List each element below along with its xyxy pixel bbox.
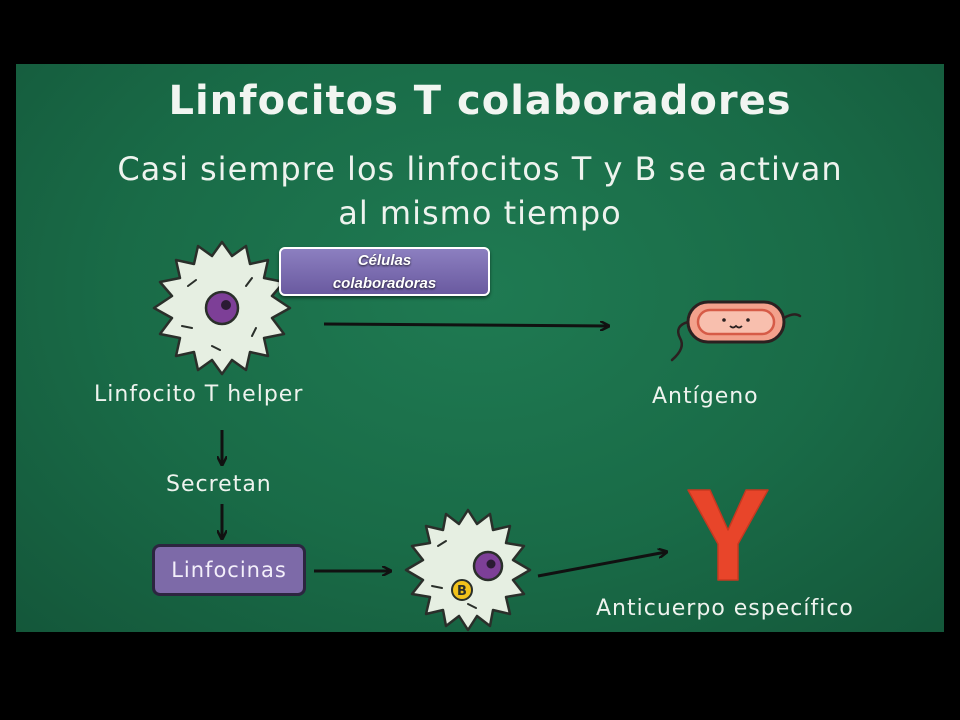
b-cell-badge: B [457,584,467,599]
bacteria-icon [670,300,802,362]
arrow-thelper-to-antigen [323,324,608,326]
b-cell-icon: B [404,508,532,632]
t-cell-icon [152,240,292,376]
antibody-icon [687,489,769,581]
chalkboard: Linfocitos T colaboradores Casi siempre … [16,64,944,632]
callout-text: Células colaboradoras [332,251,437,292]
arrow-bcell-to-antibody [537,552,666,578]
linfocinas-box: Linfocinas [152,544,306,596]
antibody-label: Anticuerpo específico [596,596,854,621]
callout-celulas-colaboradoras: Células colaboradoras [279,247,490,296]
page-title: Linfocitos T colaboradores [168,78,792,124]
flow-arrows [16,64,944,578]
subtitle-line-1: Casi siempre los linfocitos T y B se act… [117,150,843,188]
antigen-label: Antígeno [652,384,759,409]
t-helper-label: Linfocito T helper [94,382,304,407]
subtitle-line-2: al mismo tiempo [338,194,622,232]
linfocinas-label: Linfocinas [171,558,287,582]
secretan-label: Secretan [166,472,272,497]
